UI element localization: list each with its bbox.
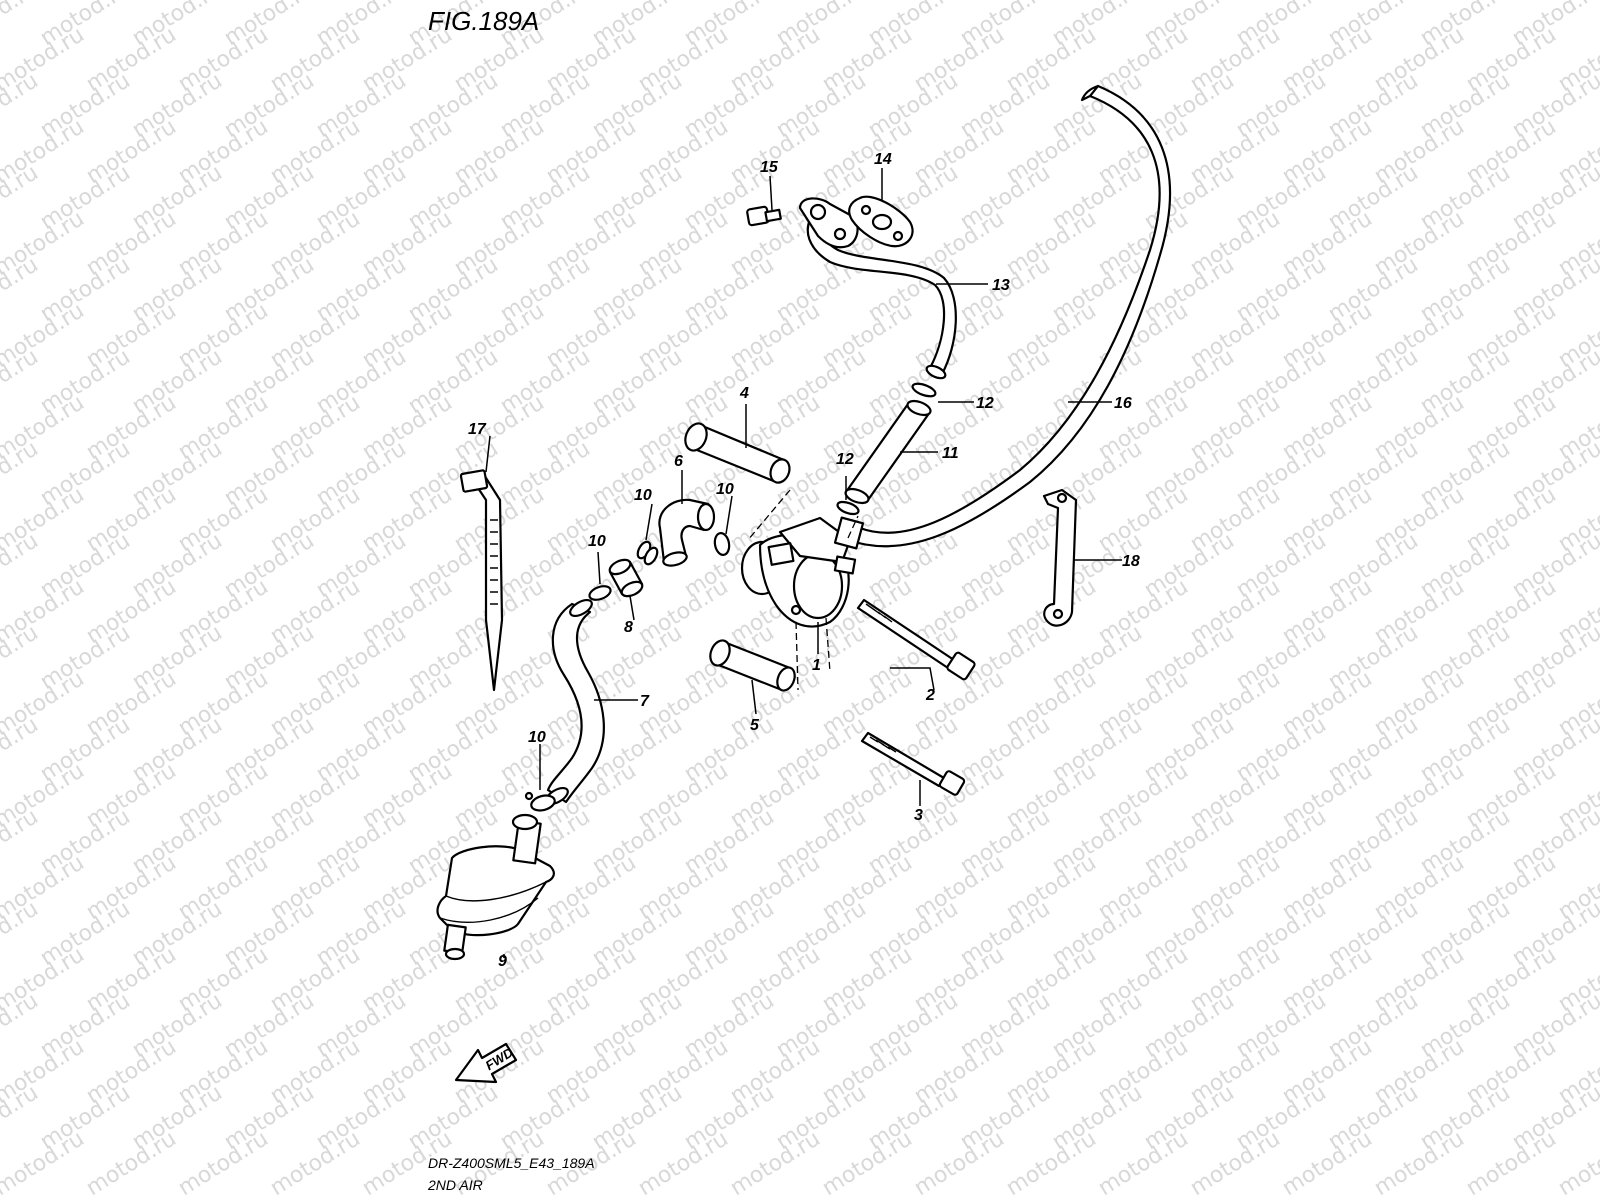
alignment-lines bbox=[747, 489, 859, 691]
part-10-clip-c[interactable] bbox=[588, 584, 613, 603]
callout-8: 8 bbox=[624, 619, 633, 636]
callout-18: 18 bbox=[1122, 553, 1140, 570]
part-13-pipe[interactable] bbox=[798, 197, 957, 380]
callout-12-lower: 12 bbox=[836, 451, 854, 468]
callout-10-b: 10 bbox=[716, 481, 734, 498]
model-code: DR-Z400SML5_E43_189A bbox=[428, 1155, 595, 1171]
watermark-text: motod.ru bbox=[0, 0, 43, 51]
callout-15: 15 bbox=[760, 159, 779, 176]
part-10-clip-b[interactable] bbox=[713, 531, 731, 557]
part-10-clip-d[interactable] bbox=[524, 791, 556, 813]
callouts: 15 14 13 12 16 11 12 4 6 10 10 10 8 1 2 … bbox=[468, 151, 1140, 970]
part-4-hose[interactable] bbox=[681, 420, 792, 485]
section-name: 2ND AIR bbox=[427, 1177, 483, 1193]
part-8-joint[interactable] bbox=[607, 557, 644, 599]
callout-13: 13 bbox=[992, 277, 1010, 294]
callout-6: 6 bbox=[674, 453, 683, 470]
callout-12-upper: 12 bbox=[976, 395, 994, 412]
part-15-bolt[interactable] bbox=[746, 205, 782, 227]
watermark-text: motod.ru bbox=[1554, 1126, 1600, 1200]
callout-10-c: 10 bbox=[588, 533, 606, 550]
part-18-bracket[interactable] bbox=[1042, 488, 1078, 627]
callout-5: 5 bbox=[750, 717, 760, 734]
callout-11: 11 bbox=[942, 445, 959, 462]
callout-14: 14 bbox=[874, 151, 892, 168]
part-5-hose[interactable] bbox=[707, 638, 798, 694]
callout-2: 2 bbox=[925, 687, 935, 704]
callout-9: 9 bbox=[498, 953, 507, 970]
part-1-valve[interactable] bbox=[740, 516, 865, 628]
callout-7: 7 bbox=[640, 693, 650, 710]
leader-lines bbox=[485, 168, 1122, 958]
part-2-bolt[interactable] bbox=[856, 598, 976, 681]
part-14-gasket[interactable] bbox=[848, 195, 914, 248]
callout-16: 16 bbox=[1114, 395, 1132, 412]
part-12-clip-lower[interactable] bbox=[836, 500, 860, 517]
part-3-bolt[interactable] bbox=[860, 731, 966, 796]
part-17-cable-tie[interactable] bbox=[459, 469, 504, 692]
part-10-clip-a[interactable] bbox=[635, 540, 660, 567]
part-12-clip-upper[interactable] bbox=[911, 381, 937, 399]
callout-10-a: 10 bbox=[634, 487, 652, 504]
part-6-elbow[interactable] bbox=[658, 498, 716, 568]
figure-title: FIG.189A bbox=[428, 6, 539, 36]
callout-10-d: 10 bbox=[528, 729, 546, 746]
callout-1: 1 bbox=[812, 657, 821, 674]
callout-3: 3 bbox=[914, 807, 923, 824]
part-9-filter[interactable] bbox=[436, 813, 555, 961]
callout-4: 4 bbox=[739, 385, 749, 402]
callout-17: 17 bbox=[468, 421, 487, 438]
